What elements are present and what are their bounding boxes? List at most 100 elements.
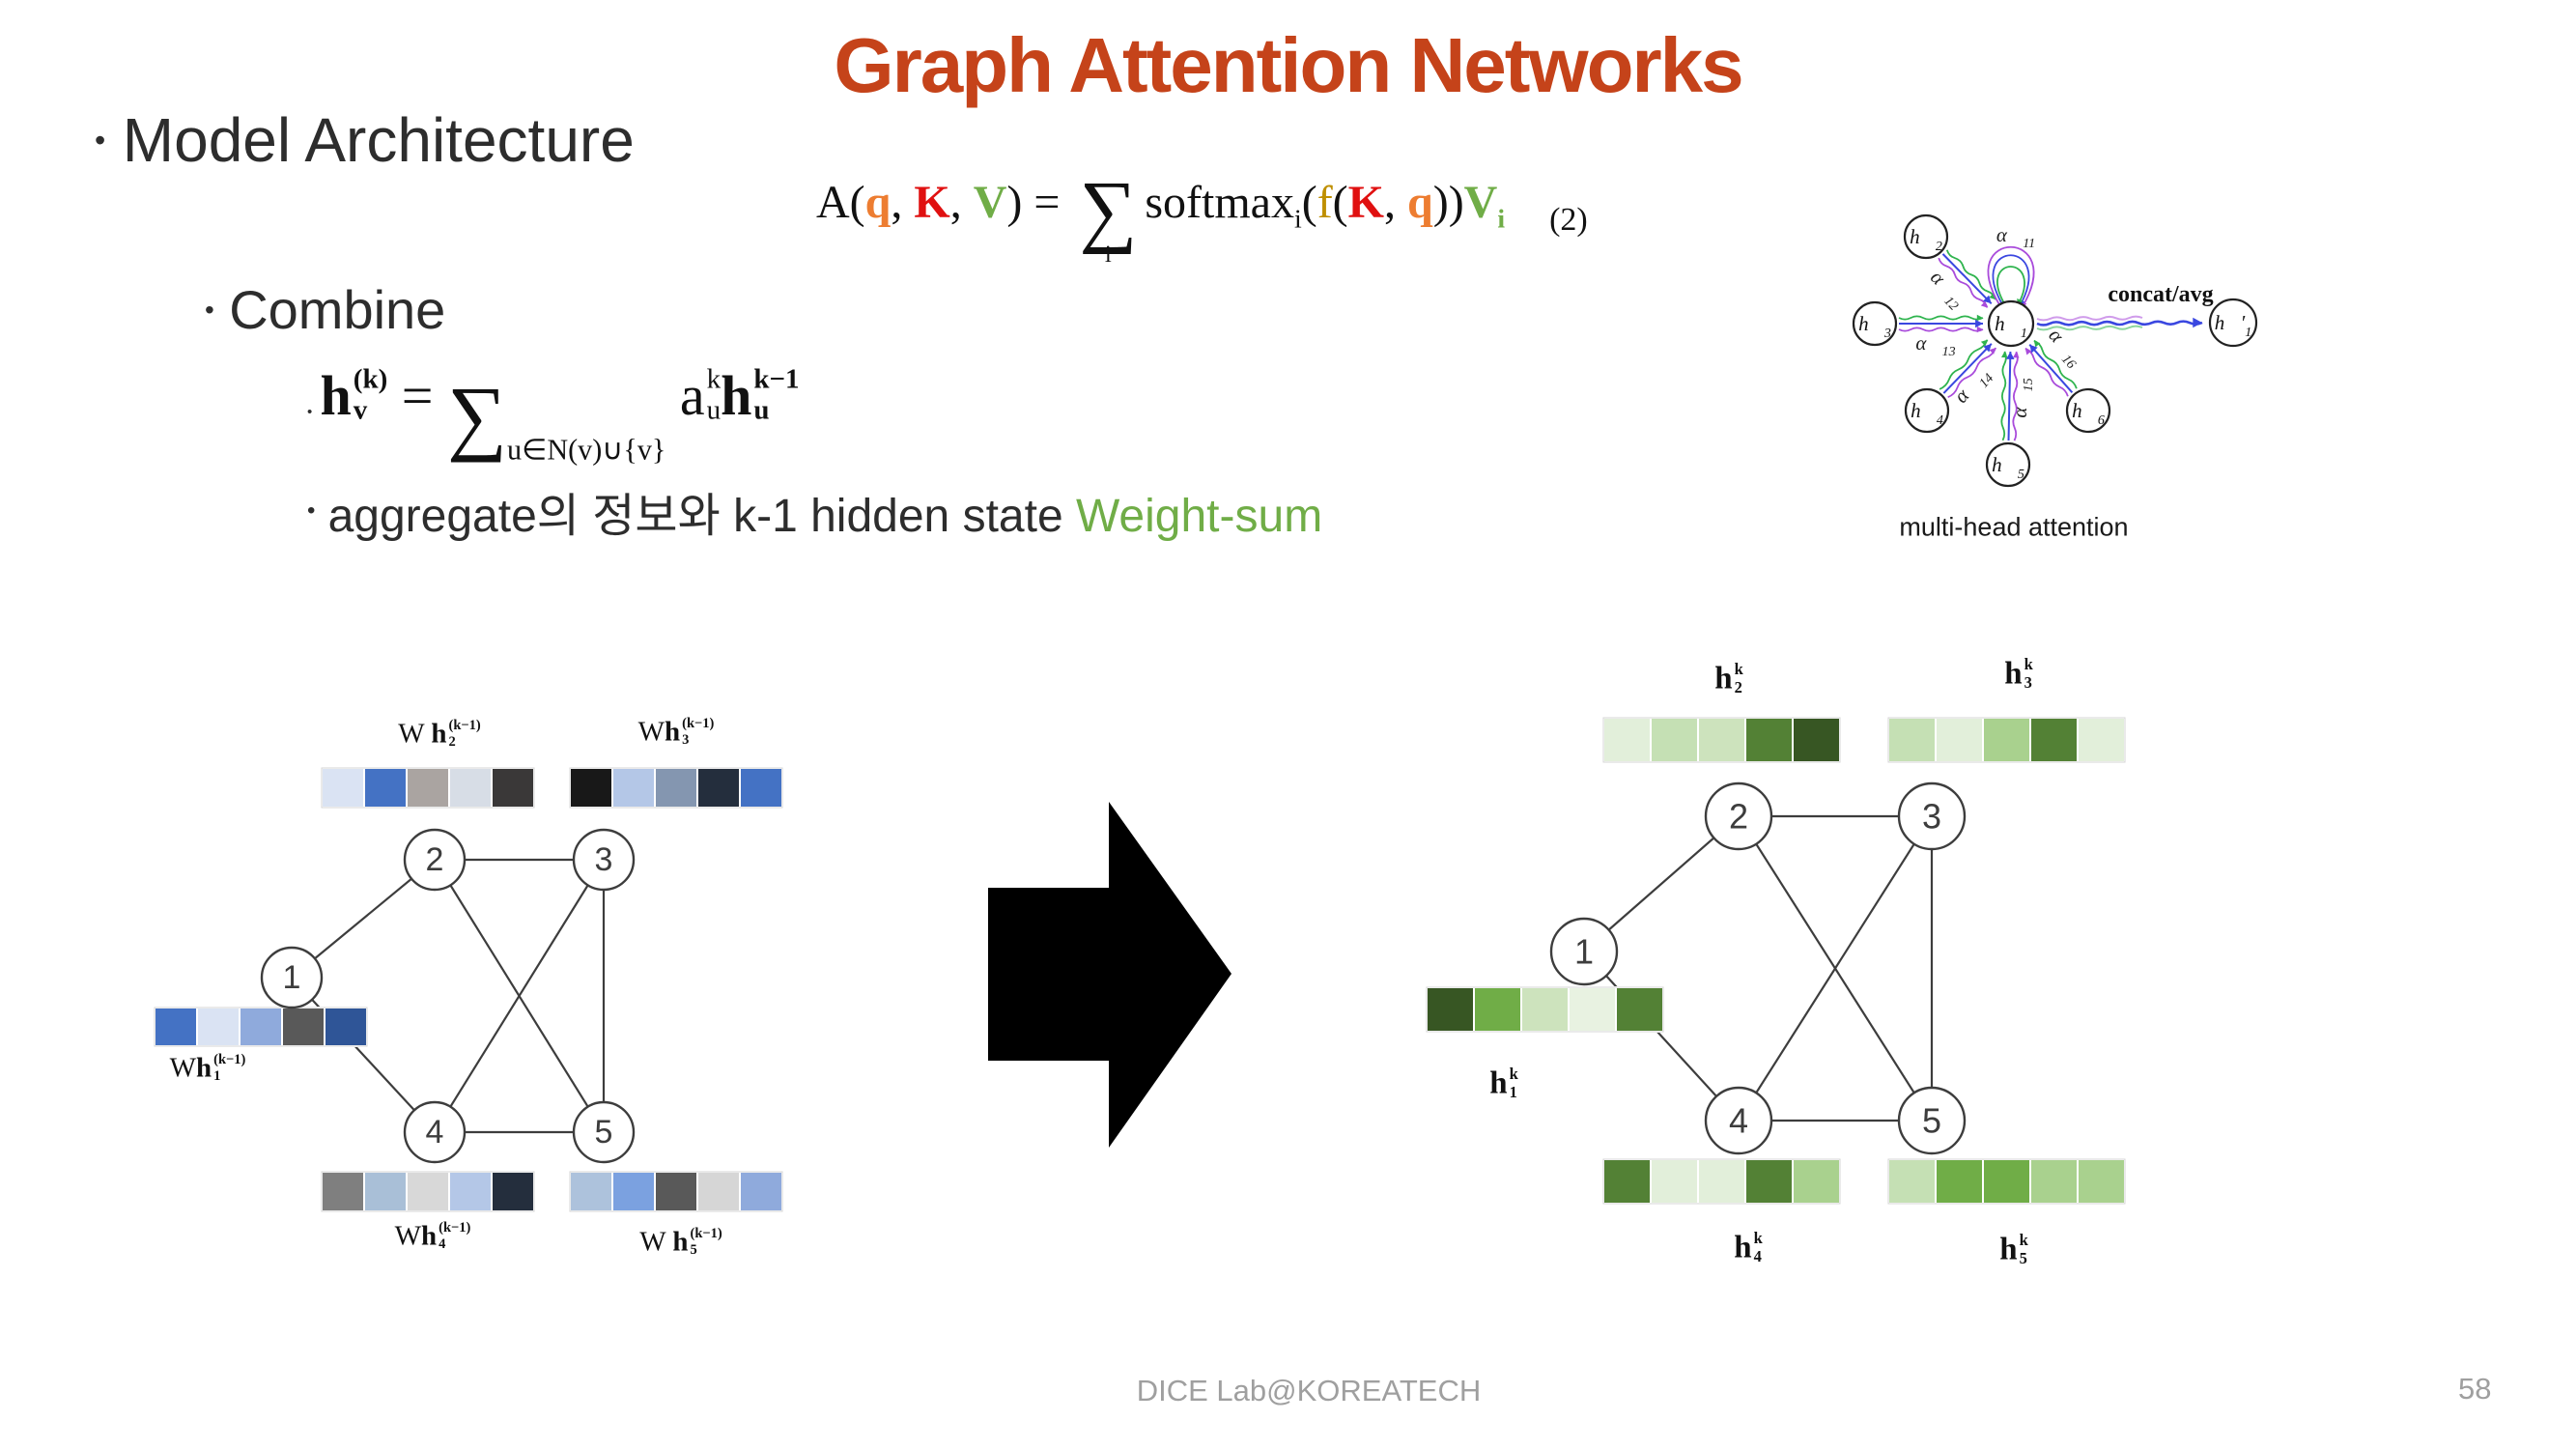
attention-node xyxy=(2065,387,2111,434)
right-graph-vector-cell xyxy=(1744,1158,1794,1205)
arrowhead xyxy=(2193,317,2202,328)
attention-node xyxy=(1904,387,1950,434)
right-graph-vector-outline xyxy=(1887,1158,2126,1205)
left-graph-vector-cell xyxy=(491,1171,535,1212)
page-title: Graph Attention Networks xyxy=(834,22,1743,108)
left-graph-vector-cell xyxy=(696,767,741,809)
bullet-dot: • xyxy=(307,497,316,524)
alpha-label: α⃗15 xyxy=(2008,378,2036,417)
attention-edge-blue xyxy=(2007,351,2012,441)
right-graph-node-number: 1 xyxy=(1574,932,1594,972)
right-graph-vector-cell xyxy=(2077,1158,2126,1205)
bullet-model-architecture-label: Model Architecture xyxy=(122,105,635,175)
attention-node xyxy=(1985,441,2031,488)
attention-self-loop xyxy=(1987,245,2035,309)
right-graph-vector-cell xyxy=(1697,717,1746,763)
left-graph-vector-cell xyxy=(611,1171,656,1212)
right-graph-vector-cell xyxy=(1982,1158,2031,1205)
left-graph-vector-cell xyxy=(324,1007,368,1047)
left-graph-vector-cell xyxy=(321,767,365,809)
alpha-label: α⃗11 xyxy=(1996,223,2035,251)
attention-edge-green xyxy=(1898,315,1984,321)
left-graph-vector-cell xyxy=(696,1171,741,1212)
weight-sum-text: aggregate의 정보와 k-1 hidden state Weight-s… xyxy=(327,491,1323,542)
arrowhead xyxy=(1976,314,1983,322)
bullet-weight-sum: • aggregate의 정보와 k-1 hidden state Weight… xyxy=(307,477,1322,545)
attention-node-label: h⃗2 xyxy=(1910,225,1942,254)
alpha-label: α⃗12 xyxy=(1922,266,1970,314)
multi-head-attention-caption: multi-head attention xyxy=(1899,512,2129,542)
bullet-model-architecture: • Model Architecture xyxy=(95,104,635,176)
attention-edge-green xyxy=(2000,351,2007,441)
right-graph-node xyxy=(1897,1086,1967,1155)
attention-node-label: h⃗6 xyxy=(2072,399,2105,428)
attention-edge-purple xyxy=(1947,347,1997,399)
right-graph-node xyxy=(1549,917,1619,986)
attention-edge-purple xyxy=(2024,347,2069,397)
attention-edge-green xyxy=(2033,339,2078,389)
concat-arrow xyxy=(2036,320,2203,327)
right-graph-node-number: 2 xyxy=(1729,797,1748,837)
left-graph-vector-cell xyxy=(654,1171,698,1212)
right-graph-vector-cell xyxy=(1935,1158,1984,1205)
attention-edge-purple xyxy=(2012,351,2019,441)
arrowhead xyxy=(2006,352,2015,359)
left-graph-vector-cell xyxy=(739,1171,783,1212)
right-graph-node xyxy=(1704,1086,1773,1155)
attention-node-label: h⃗3 xyxy=(1858,312,1891,341)
right-graph-node-number: 3 xyxy=(1922,797,1941,837)
left-graph-node xyxy=(403,1100,467,1164)
right-graph-vector-cell xyxy=(2029,1158,2079,1205)
left-graph-vector-cell xyxy=(154,1007,198,1047)
left-graph-vector-cell xyxy=(569,1171,613,1212)
left-graph-vector-outline xyxy=(569,767,783,809)
attention-node-label: h⃗1 xyxy=(1995,312,2027,341)
right-graph-vector-outline xyxy=(1602,717,1841,763)
left-graph-node xyxy=(572,1100,636,1164)
right-graph-vector-cell xyxy=(1520,986,1570,1033)
arrowhead xyxy=(1983,343,1992,353)
left-graph-vector-cell xyxy=(406,767,450,809)
attention-edge-blue xyxy=(1942,343,1993,394)
right-graph-edge xyxy=(1583,815,1740,952)
arrowhead xyxy=(1983,295,1992,304)
attention-edge-green xyxy=(1939,339,1989,390)
left-graph-vector-cell xyxy=(491,767,535,809)
bullet-dot: • xyxy=(95,122,106,157)
left-graph-node xyxy=(260,946,324,1009)
arrowhead xyxy=(2024,348,2032,355)
left-graph-vector-cell xyxy=(281,1007,326,1047)
attention-self-loop xyxy=(1996,266,2025,306)
attention-node-label: h⃗5 xyxy=(1992,453,2024,482)
left-graph-vector-label: W h(k−1)2 xyxy=(398,718,481,750)
right-graph-vector-cell xyxy=(1602,717,1652,763)
right-graph-vector-cell xyxy=(1650,717,1699,763)
right-graph-vector-cell xyxy=(1615,986,1664,1033)
left-graph-vector-cell xyxy=(363,1171,408,1212)
attention-edge-purple xyxy=(1898,327,1984,332)
attention-node-label: h⃗4 xyxy=(1911,399,1943,428)
right-graph-node-number: 5 xyxy=(1922,1101,1941,1141)
left-graph-vector-outline xyxy=(321,767,535,809)
attention-edge-blue xyxy=(1941,253,1993,304)
right-graph-vector-cell xyxy=(1935,717,1984,763)
page-number: 58 xyxy=(2458,1372,2492,1406)
right-graph-node xyxy=(1897,781,1967,851)
alpha-label: α⃗14 xyxy=(1949,362,1996,411)
left-graph-node xyxy=(403,828,467,892)
right-graph-vector-cell xyxy=(1473,986,1522,1033)
left-graph-vector-cell xyxy=(406,1171,450,1212)
left-graph-vector-label: W h(k−1)5 xyxy=(639,1226,722,1258)
left-graph-vector-cell xyxy=(569,767,613,809)
arrowhead xyxy=(1975,319,1983,328)
left-graph-vector-cell xyxy=(239,1007,283,1047)
attention-edge-purple xyxy=(1938,257,1989,308)
bullet-dot: • xyxy=(205,294,214,325)
bullet-combine: • Combine xyxy=(205,278,445,341)
